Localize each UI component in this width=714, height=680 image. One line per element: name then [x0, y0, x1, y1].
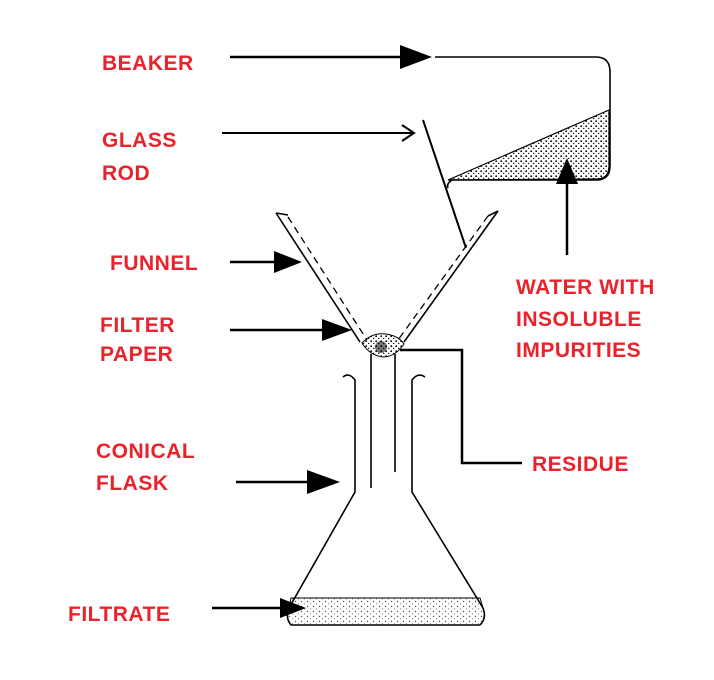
label-residue: RESIDUE — [532, 453, 629, 476]
label-glass-rod-line2: ROD — [102, 162, 150, 185]
label-filter-paper-line1: FILTER — [100, 314, 175, 337]
funnel-arrowhead — [274, 251, 302, 273]
label-water-line3: IMPURITIES — [516, 339, 641, 362]
glass-rod-arrowhead — [401, 124, 416, 142]
glass-rod — [422, 119, 467, 249]
funnel-right-wall — [403, 210, 499, 343]
filtrate-arrowhead — [280, 598, 306, 618]
conical-flask-arrowhead — [307, 470, 340, 494]
label-filter-paper-line2: PAPER — [100, 343, 173, 366]
beaker-spout — [446, 179, 453, 189]
filter-paper-right — [397, 215, 489, 341]
label-funnel: FUNNEL — [110, 252, 198, 275]
impurities-arrowhead — [556, 158, 578, 184]
funnel-left-rim — [275, 212, 289, 216]
beaker-outline — [435, 56, 611, 181]
pointer-arrows — [212, 45, 578, 618]
label-conical-flask-line2: FLASK — [96, 472, 169, 495]
label-glass-rod-line1: GLASS — [102, 129, 177, 152]
flask-left-side — [286, 374, 356, 626]
filter-paper-arrowhead — [322, 319, 352, 341]
residue-clump — [375, 341, 387, 353]
impure-water — [447, 109, 610, 181]
label-conical-flask-line1: CONICAL — [96, 440, 195, 463]
label-filtrate: FILTRATE — [68, 603, 170, 626]
conical-flask — [286, 374, 486, 626]
filtrate-liquid — [286, 597, 485, 626]
labels: BEAKER GLASS ROD FUNNEL FILTER PAPER CON… — [68, 52, 655, 626]
beaker — [435, 56, 611, 189]
funnel-left-wall — [275, 212, 361, 343]
label-water-line2: INSOLUBLE — [516, 308, 642, 331]
residue-pointer-line — [400, 348, 522, 465]
funnel-right-rim — [487, 210, 499, 217]
label-beaker: BEAKER — [102, 52, 194, 75]
beaker-arrowhead — [400, 45, 432, 69]
label-water-line1: WATER WITH — [516, 276, 655, 299]
filter-paper-left — [287, 216, 368, 341]
funnel — [275, 210, 499, 488]
flask-right-side — [411, 374, 486, 626]
